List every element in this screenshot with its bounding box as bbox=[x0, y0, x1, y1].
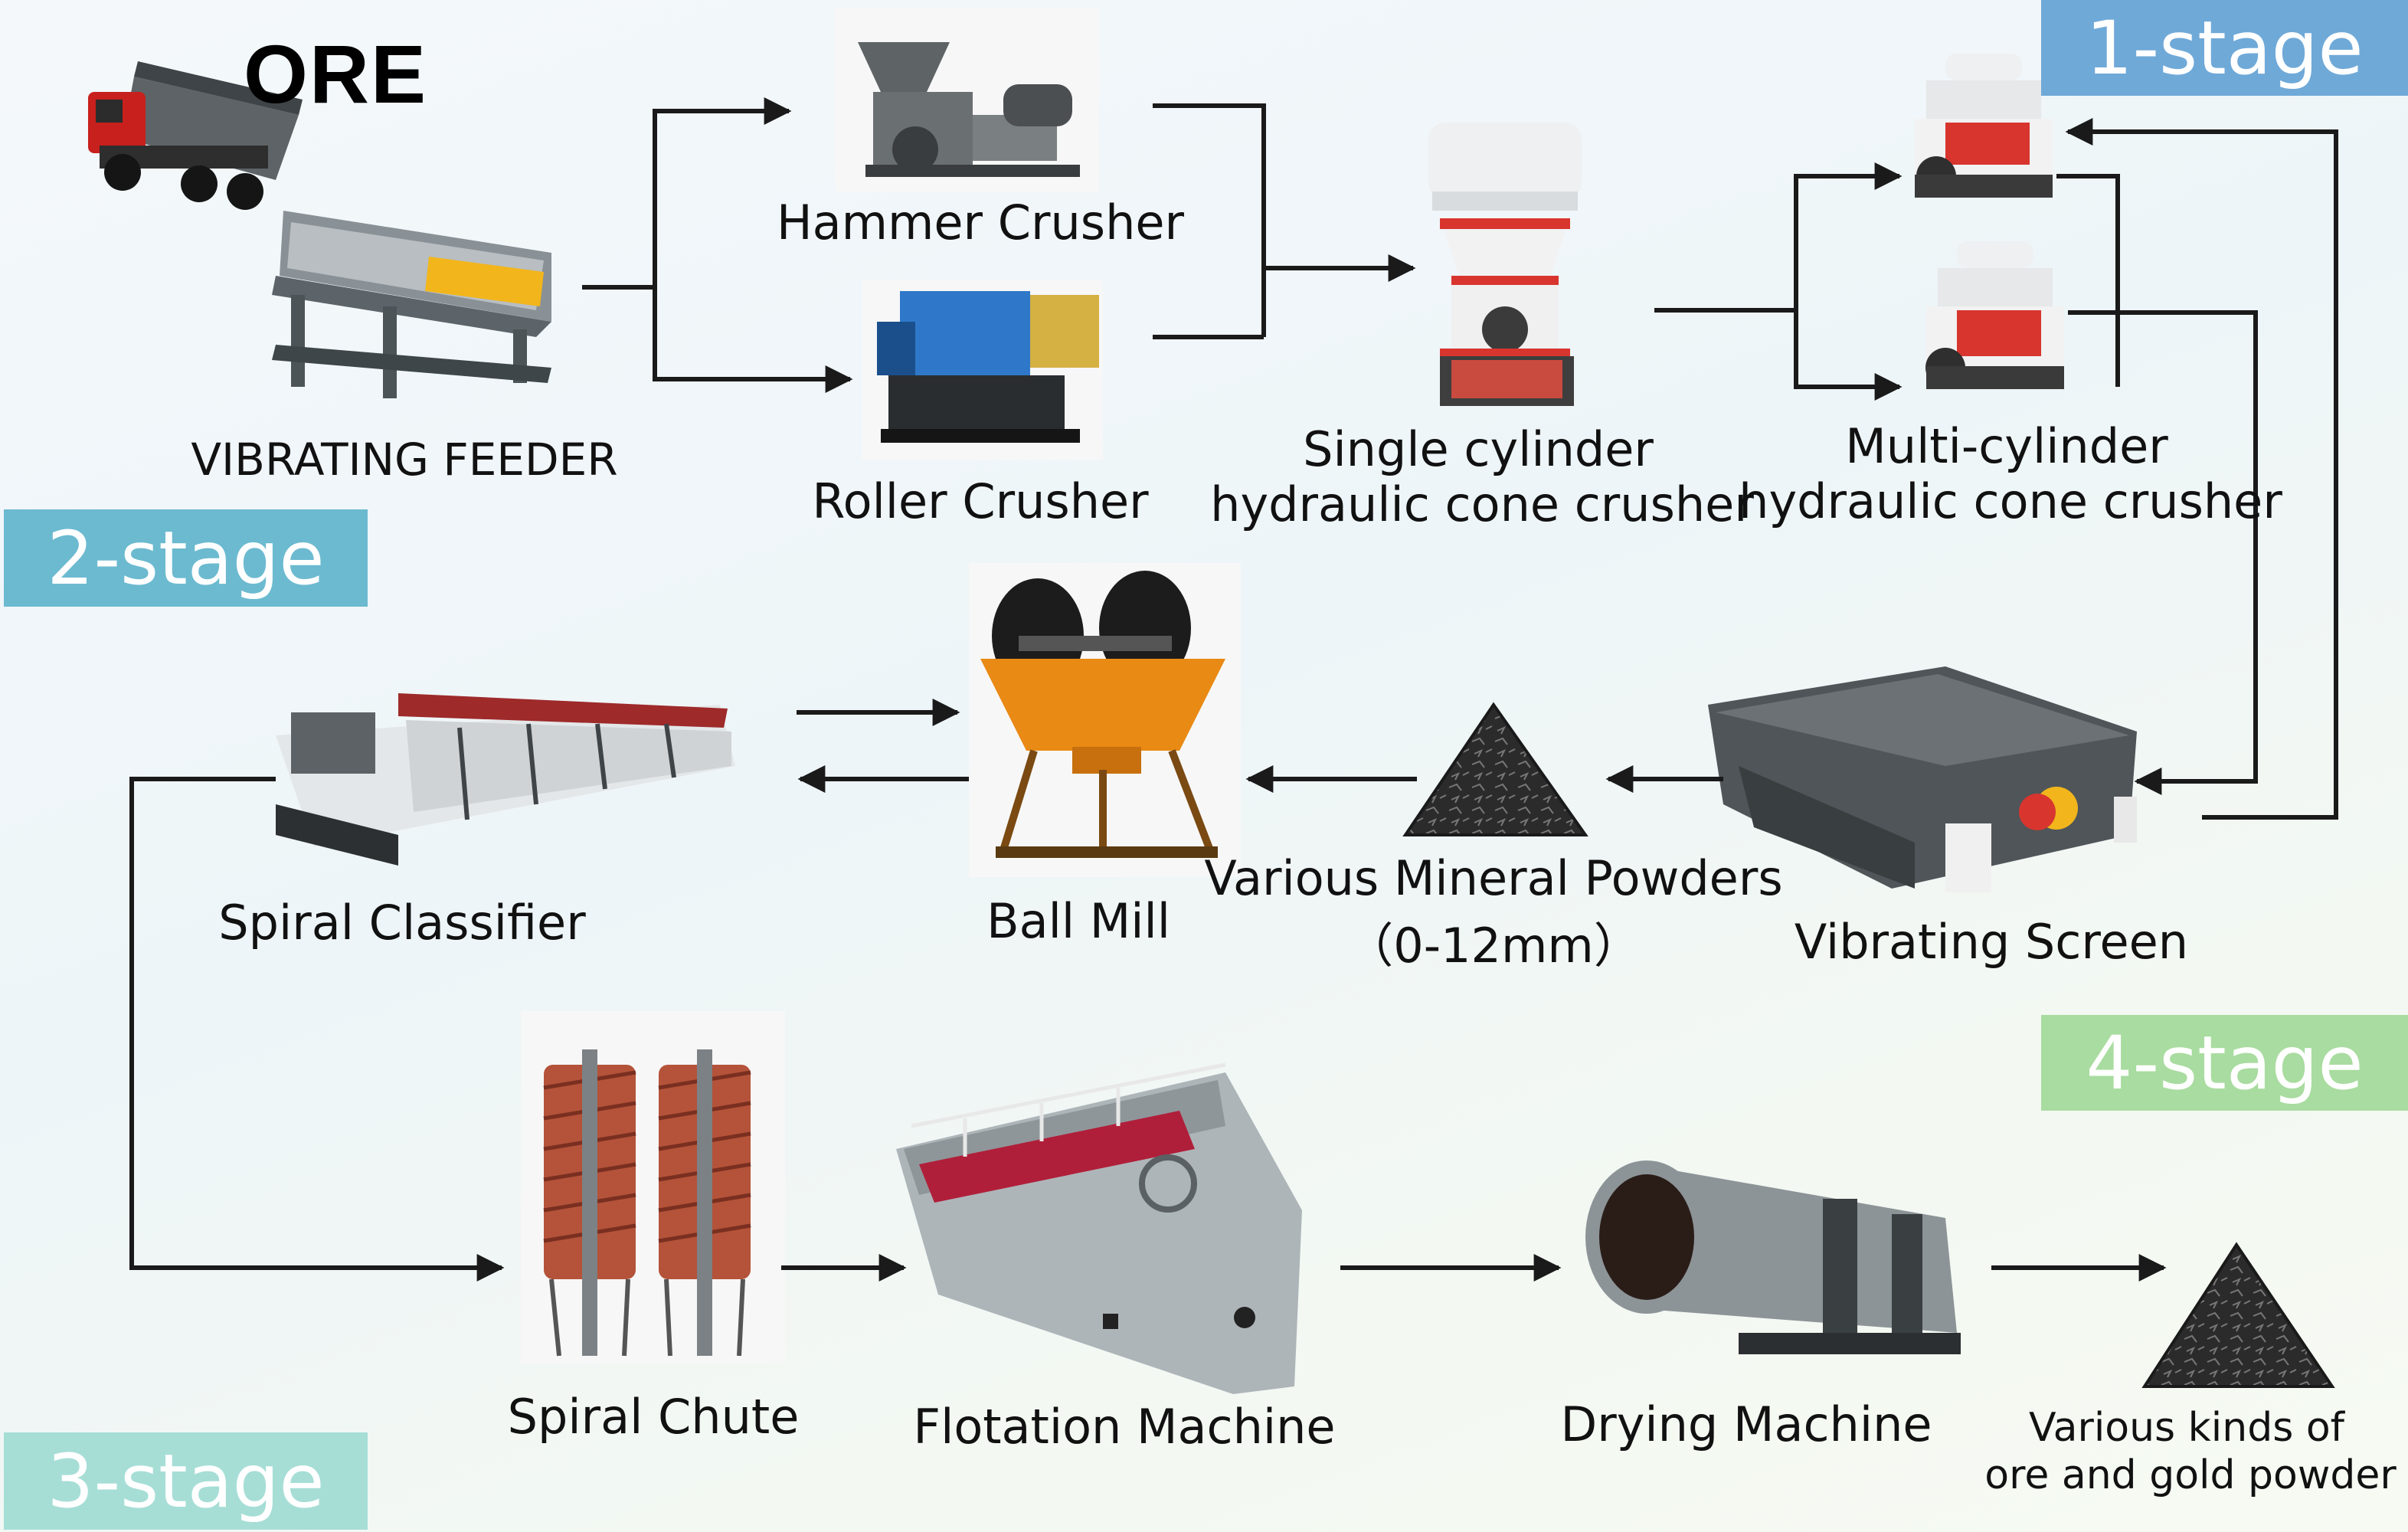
vibrating-screen-label: Vibrating Screen bbox=[1794, 914, 2189, 970]
spiral-chute-icon bbox=[521, 1011, 785, 1363]
arrow-multi-top-out bbox=[2056, 174, 2120, 387]
mineral-powders-label-line1: Various Mineral Powders bbox=[1204, 850, 1783, 906]
flotation-machine-icon bbox=[896, 1062, 1302, 1394]
arrow-classifier-to-spiral-chute bbox=[129, 777, 505, 1282]
vibrating-feeder-icon bbox=[272, 211, 551, 398]
stage2-badge: 2-stage bbox=[4, 509, 368, 607]
multi-cylinder-label-line1: Multi-cylinder bbox=[1845, 418, 2168, 474]
mineral-powder-pile-icon bbox=[1402, 702, 1588, 836]
flotation-machine-label: Flotation Machine bbox=[913, 1399, 1336, 1455]
spiral-classifier-label: Spiral Classifier bbox=[218, 895, 586, 951]
arrow-return-loop bbox=[2065, 118, 2338, 820]
gold-powder-label-line1: Various kinds of bbox=[2029, 1405, 2344, 1451]
arrow-multi-bottom-out bbox=[2068, 310, 2258, 795]
stage3-badge: 3-stage bbox=[4, 1432, 368, 1530]
spiral-chute-label: Spiral Chute bbox=[507, 1389, 800, 1445]
single-cylinder-label-line2: hydraulic cone crusher bbox=[1210, 476, 1754, 532]
single-cylinder-label-line1: Single cylinder bbox=[1303, 421, 1654, 477]
arrow-to-hammer-crusher bbox=[653, 97, 792, 287]
single-cylinder-cone-crusher-icon bbox=[1428, 123, 1582, 406]
flow-arrows bbox=[129, 97, 2338, 1282]
gold-powder-label-line2: ore and gold powder bbox=[1984, 1452, 2397, 1498]
gold-powder-pile-icon bbox=[2141, 1242, 2335, 1388]
ore-title: ORE bbox=[244, 28, 428, 120]
vibrating-screen-icon bbox=[1708, 666, 2137, 892]
ball-mill-icon bbox=[969, 563, 1241, 877]
spiral-classifier-icon bbox=[276, 693, 735, 866]
arrow-to-roller-crusher bbox=[653, 287, 853, 393]
roller-crusher-icon bbox=[862, 280, 1103, 460]
multi-cylinder-cone-crusher-top-icon bbox=[1915, 54, 2053, 198]
stage4-badge: 4-stage bbox=[2041, 1015, 2408, 1111]
arrow-hammer-merge bbox=[1153, 103, 1266, 337]
drying-machine-label: Drying Machine bbox=[1560, 1396, 1932, 1452]
arrow-to-multi-top bbox=[1794, 162, 1903, 310]
drying-machine-icon bbox=[1585, 1160, 1961, 1354]
multi-cylinder-label-line2: hydraulic cone crusher bbox=[1739, 473, 2282, 529]
hammer-crusher-icon bbox=[835, 8, 1099, 192]
multi-cylinder-cone-crusher-bottom-icon bbox=[1925, 241, 2064, 389]
arrow-to-multi-bottom bbox=[1794, 310, 1903, 401]
vibrating-feeder-label: VIBRATING FEEDER bbox=[191, 434, 618, 486]
stage1-badge: 1-stage bbox=[2041, 0, 2408, 96]
dump-truck-icon bbox=[88, 61, 303, 210]
mineral-powders-label-line2: （0-12mm） bbox=[1346, 918, 1641, 974]
ball-mill-label: Ball Mill bbox=[986, 893, 1170, 949]
roller-crusher-label: Roller Crusher bbox=[812, 473, 1149, 529]
hammer-crusher-label: Hammer Crusher bbox=[776, 195, 1185, 250]
